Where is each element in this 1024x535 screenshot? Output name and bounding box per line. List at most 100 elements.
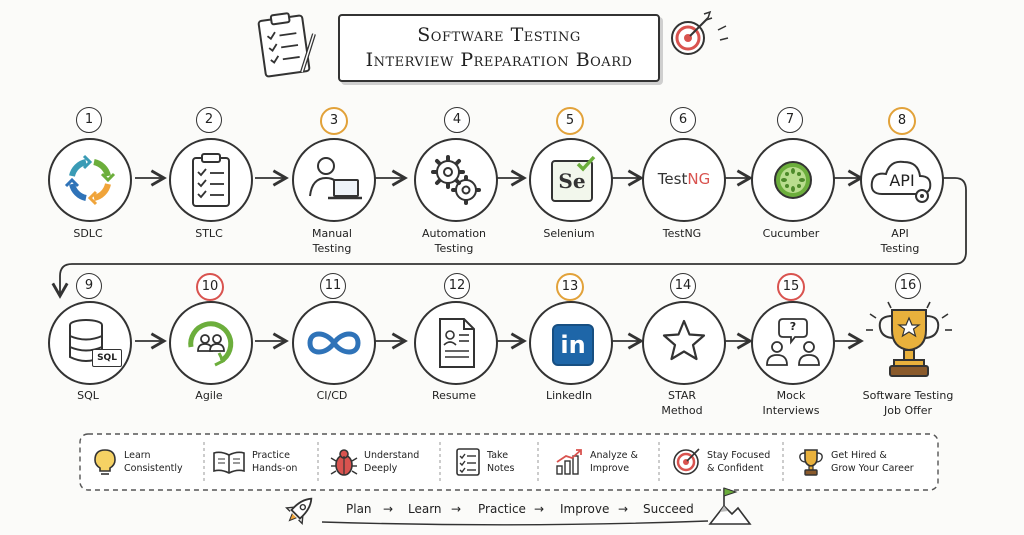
step-linkedin[interactable]: in (529, 301, 613, 385)
step-api-testing[interactable]: API (860, 138, 944, 222)
step-label: TestNG (662, 227, 702, 240)
step-cucumber[interactable] (751, 138, 835, 222)
step-label: Selenium (543, 227, 595, 240)
tip-understand-deeply: Understand Deeply (330, 440, 419, 484)
step-label: Agile (195, 389, 223, 402)
gears-icon (431, 155, 481, 205)
agile-team-icon (188, 321, 234, 367)
tip-text: Stay Focused & Confident (707, 450, 771, 474)
flow-word: Learn (408, 502, 442, 516)
tip-take-notes: Take Notes (455, 440, 514, 484)
cycle-arrows-icon (64, 154, 116, 206)
flow-word: Succeed (643, 502, 694, 516)
flow-arrow-text: → (618, 502, 629, 516)
step-number: 7 (777, 107, 803, 133)
api-cloud-text: API (889, 171, 915, 190)
tip-stay-focused: Stay Focused & Confident (671, 440, 770, 484)
linkedin-logo-icon: in (552, 324, 594, 366)
step-number: 2 (196, 107, 222, 133)
tip-text: Take Notes (487, 450, 515, 474)
target-icon (673, 448, 700, 475)
step-label: API Testing (880, 227, 920, 255)
tip-analyze-improve: Analyze & Improve (554, 440, 638, 484)
cucumber-icon (774, 161, 812, 199)
step-agile[interactable] (169, 301, 253, 385)
step-stlc[interactable] (169, 138, 253, 222)
lightbulb-icon (94, 449, 116, 475)
step-label: SDLC (73, 227, 103, 240)
flow-underline (321, 520, 709, 526)
tip-learn-consistently: Learn Consistently (92, 440, 183, 484)
step-label: CI/CD (316, 389, 348, 402)
step-star-method[interactable] (642, 301, 726, 385)
row1-arrows (51, 169, 967, 299)
trophy-icon (799, 449, 823, 476)
step-number: 12 (444, 273, 470, 299)
step-number: 5 (556, 107, 584, 135)
selenium-logo-icon: Se (551, 160, 593, 202)
step-selenium[interactable]: Se (529, 138, 613, 222)
tip-text: Analyze & Improve (590, 450, 638, 474)
tip-text: Understand Deeply (364, 450, 420, 474)
step-number: 16 (895, 273, 921, 299)
check-mark-icon (576, 155, 596, 172)
step-number: 15 (777, 273, 805, 301)
step-label: Software Testing Job Offer (862, 389, 954, 417)
step-number: 14 (670, 273, 696, 299)
step-number: 9 (76, 273, 102, 299)
selenium-logo-text: Se (558, 169, 586, 193)
step-number: 13 (556, 273, 584, 301)
step-number: 6 (670, 107, 696, 133)
row-connector-arrow (51, 177, 967, 299)
step-label: Resume (431, 389, 477, 402)
step-label: Cucumber (762, 227, 820, 240)
step-ci-cd[interactable] (292, 301, 376, 385)
question-mark-text: ? (789, 320, 797, 333)
flow-arrow-text: → (383, 502, 394, 516)
flow-word: Improve (560, 502, 610, 516)
step-label: Mock Interviews (762, 389, 820, 417)
tips-dividers (203, 442, 784, 482)
board-title-line-2: Interview Preparation Board (365, 49, 633, 71)
star-icon (662, 319, 706, 361)
step-number: 10 (196, 273, 224, 301)
step-automation-testing[interactable] (414, 138, 498, 222)
step-number: 4 (444, 107, 470, 133)
resume-document-icon (439, 318, 475, 368)
tips-box (79, 433, 939, 491)
flow-arrow-text: → (451, 502, 462, 516)
step-sql[interactable]: SQL (48, 301, 132, 385)
mountain-flag-icon (708, 487, 752, 525)
step-sdlc[interactable] (48, 138, 132, 222)
interview-people-icon (766, 318, 820, 366)
tip-text: Get Hired & Grow Your Career (831, 450, 914, 474)
step-mock-interviews[interactable]: ? (751, 301, 835, 385)
step-number: 3 (320, 107, 348, 135)
rocket-icon (285, 497, 313, 525)
step-label: LinkedIn (545, 389, 593, 402)
trophy-icon[interactable] (864, 300, 954, 386)
step-label: Automation Testing (421, 227, 487, 255)
flow-arrow-text: → (534, 502, 545, 516)
tip-text: Learn Consistently (124, 450, 183, 474)
bug-icon (330, 449, 358, 476)
step-number: 11 (320, 273, 346, 299)
step-number: 1 (76, 107, 102, 133)
step-label: STAR Method (661, 389, 703, 417)
clipboard-checklist-icon (257, 12, 316, 78)
person-laptop-icon (309, 157, 362, 200)
sql-badge: SQL (92, 349, 122, 367)
api-cloud-icon (870, 160, 932, 203)
step-resume[interactable] (414, 301, 498, 385)
step-testng[interactable]: TestNG (642, 138, 726, 222)
flow-word: Plan (346, 502, 372, 516)
target-dart-icon (671, 10, 729, 55)
tip-text: Practice Hands-on (252, 450, 298, 474)
testng-logo-text-b: NG (687, 170, 711, 188)
open-book-icon (213, 451, 245, 474)
step-manual-testing[interactable] (292, 138, 376, 222)
clipboard-icon (192, 153, 230, 207)
linkedin-logo-text: in (560, 331, 586, 359)
